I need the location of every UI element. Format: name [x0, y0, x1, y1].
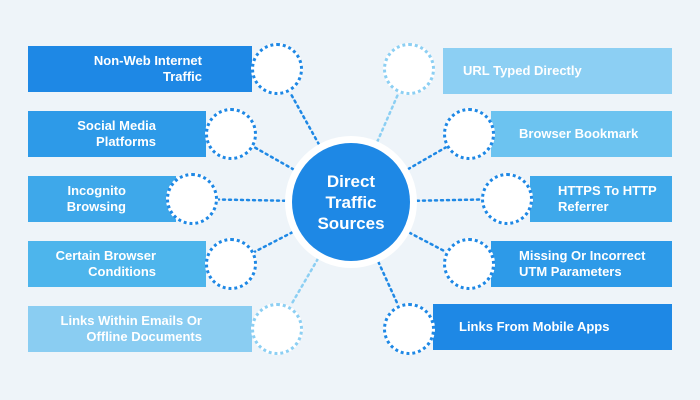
connector-line [253, 146, 295, 171]
left-item-label: Certain Browser Conditions [55, 248, 156, 279]
left-circle-5 [251, 303, 303, 355]
left-item-label: Incognito Browsing [66, 183, 126, 214]
right-circle-2 [443, 108, 495, 160]
right-item-label: Links From Mobile Apps [459, 319, 610, 334]
left-circle-3 [166, 173, 218, 225]
connector-line [217, 198, 287, 203]
right-item-label: HTTPS To HTTP Referrer [558, 183, 657, 214]
connector-line [415, 198, 482, 202]
right-item-https-referrer: HTTPS To HTTP Referrer [530, 176, 672, 222]
connector-line [377, 260, 400, 306]
left-item-social-media: Social Media Platforms [28, 111, 206, 157]
right-item-utm-parameters: Missing Or Incorrect UTM Parameters [491, 241, 672, 287]
left-item-emails-documents: Links Within Emails Or Offline Documents [28, 306, 252, 352]
right-circle-1 [383, 43, 435, 95]
left-circle-4 [205, 238, 257, 290]
right-circle-5 [383, 303, 435, 355]
right-item-bookmark: Browser Bookmark [491, 111, 672, 157]
center-title: Direct Traffic Sources [317, 171, 385, 233]
right-circle-4 [443, 238, 495, 290]
left-item-label: Non-Web Internet Traffic [93, 53, 202, 84]
left-item-browser-conditions: Certain Browser Conditions [28, 241, 206, 287]
left-item-non-web-traffic: Non-Web Internet Traffic [28, 46, 252, 92]
connector-line [289, 257, 320, 307]
center-hub: Direct Traffic Sources [292, 143, 410, 261]
connector-line [406, 146, 447, 171]
left-item-label: Links Within Emails Or Offline Documents [60, 313, 202, 344]
left-circle-1 [251, 43, 303, 95]
right-item-label: URL Typed Directly [463, 63, 582, 78]
connector-line [376, 92, 400, 143]
right-circle-3 [481, 173, 533, 225]
right-item-label: Browser Bookmark [519, 126, 639, 141]
left-circle-2 [205, 108, 257, 160]
right-item-label: Missing Or Incorrect UTM Parameters [519, 248, 646, 279]
connector-line [253, 231, 294, 253]
connector-line [408, 231, 447, 253]
right-item-url-typed: URL Typed Directly [443, 48, 672, 94]
left-item-incognito: Incognito Browsing [28, 176, 176, 222]
right-item-mobile-apps: Links From Mobile Apps [433, 304, 672, 350]
left-item-label: Social Media Platforms [77, 118, 156, 149]
connector-line [288, 91, 321, 146]
